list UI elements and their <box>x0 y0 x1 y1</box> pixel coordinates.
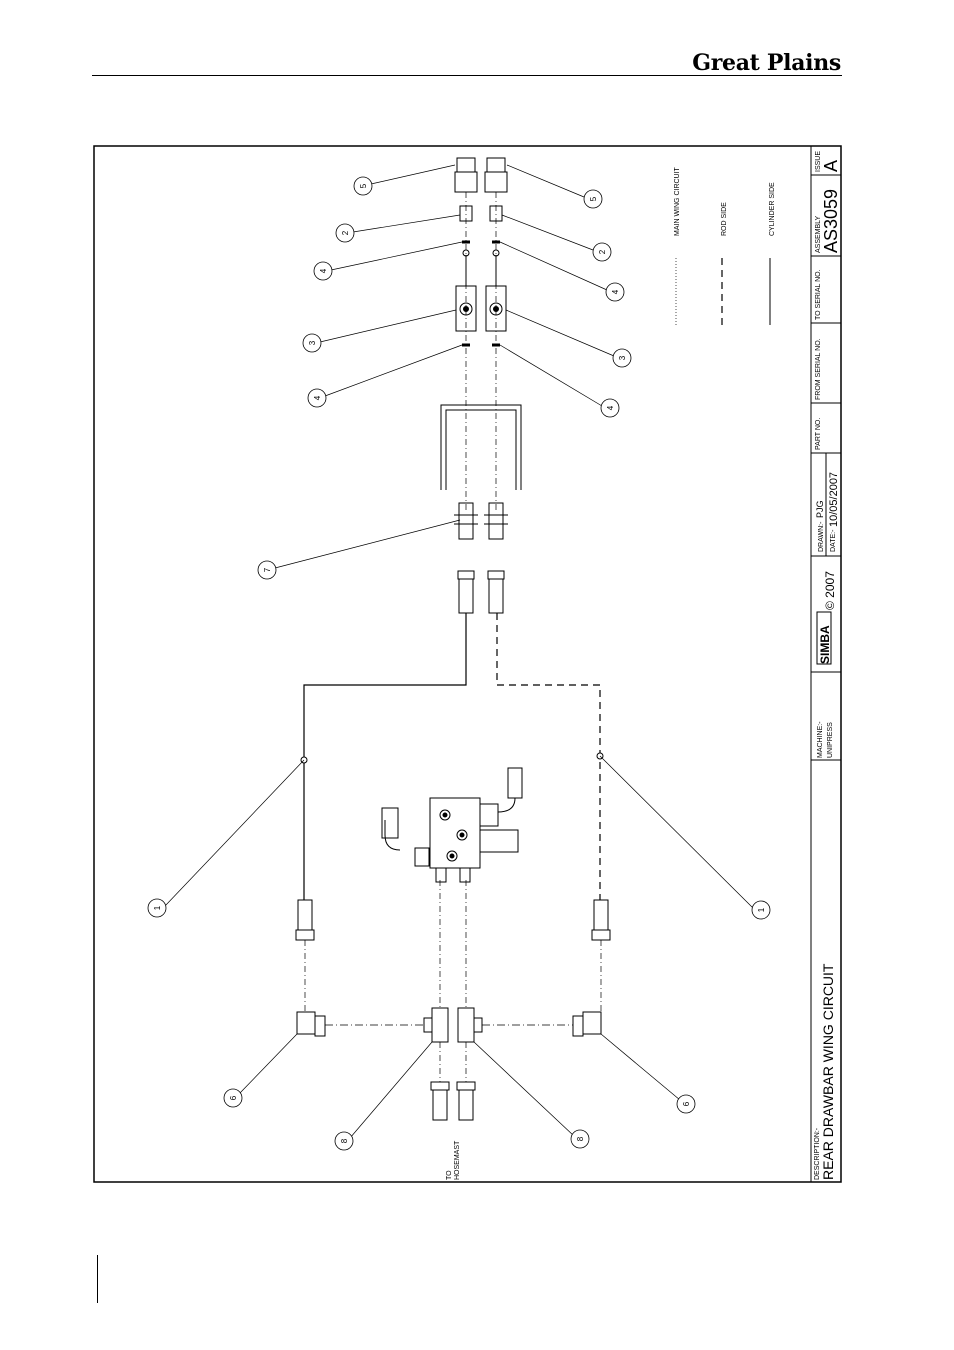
valve-block <box>382 768 522 882</box>
callout-label: 1 <box>153 905 162 910</box>
hose-1-cylinder-side <box>304 613 466 900</box>
callout-label: 6 <box>682 1101 691 1106</box>
legend-cylinder-side: CYLINDER SIDE <box>769 182 776 236</box>
tee-8-right <box>458 1008 474 1042</box>
callout-label: 5 <box>359 183 368 188</box>
callout-label: 3 <box>618 355 627 360</box>
tb-part-no-label: PART NO. <box>815 418 822 450</box>
svg-text:HOSEMAST: HOSEMAST <box>454 1140 461 1180</box>
hose-end-1-right <box>594 900 608 930</box>
callout-label: 8 <box>576 1136 585 1141</box>
simba-logo: SIMBA <box>818 625 832 664</box>
callout-label: 4 <box>611 289 620 294</box>
callout-label: 7 <box>263 567 272 572</box>
tb-date: 10/05/2007 <box>828 472 840 527</box>
elbow-6-left <box>297 1012 315 1034</box>
callout-label: 4 <box>319 268 328 273</box>
callout-label: 3 <box>308 340 317 345</box>
hose-end-left <box>459 579 473 613</box>
tee-8-left <box>432 1008 448 1042</box>
tb-date-label: DATE:- <box>830 529 837 552</box>
callout-label: 1 <box>757 907 766 912</box>
tb-to-serial-label: TO SERIAL NO. <box>815 269 822 320</box>
drawing-frame <box>94 146 841 1182</box>
callout-label: 2 <box>598 249 607 254</box>
title-block <box>811 175 841 760</box>
fitting-5-left <box>457 158 475 172</box>
hose-1-rod-side <box>497 613 600 900</box>
tb-drawn-label: DRAWN:- <box>818 521 825 552</box>
callout-label: 5 <box>589 196 598 201</box>
callout-label: 4 <box>606 405 615 410</box>
tb-from-serial-label: FROM SERIAL NO. <box>815 338 822 400</box>
tb-machine: UNIPRESS <box>827 722 834 758</box>
elbow-6-right <box>583 1012 601 1034</box>
hose-end-left-nut <box>458 571 474 579</box>
mounting-bracket <box>441 405 521 490</box>
hosemast-fitting-left <box>433 1090 447 1120</box>
tb-issue: A <box>821 160 841 172</box>
to-hosemast-label: TO <box>446 1170 453 1180</box>
tb-copyright: © 2007 <box>823 571 837 610</box>
callout-label: 6 <box>229 1095 238 1100</box>
legend-rod-side: ROD SIDE <box>721 202 728 236</box>
hose-end-right <box>489 579 503 613</box>
tb-drawn: PJG <box>815 500 825 518</box>
tb-machine-label: MACHINE:- <box>817 721 824 758</box>
hose-end-right-nut <box>488 571 504 579</box>
legend-main-wing-circuit: MAIN WING CIRCUIT <box>674 166 681 236</box>
fitting-5-right-body <box>485 172 507 192</box>
fitting-5-right <box>487 158 505 172</box>
tb-description: REAR DRAWBAR WING CIRCUIT <box>820 963 836 1180</box>
callout-label: 8 <box>340 1138 349 1143</box>
fitting-5-left-body <box>455 172 477 192</box>
hose-end-1-left <box>298 900 312 930</box>
footer-rule <box>97 1255 98 1303</box>
tb-assembly: AS3059 <box>821 189 841 253</box>
callout-label: 4 <box>313 395 322 400</box>
hosemast-fitting-right <box>459 1090 473 1120</box>
callout-label: 2 <box>341 230 350 235</box>
